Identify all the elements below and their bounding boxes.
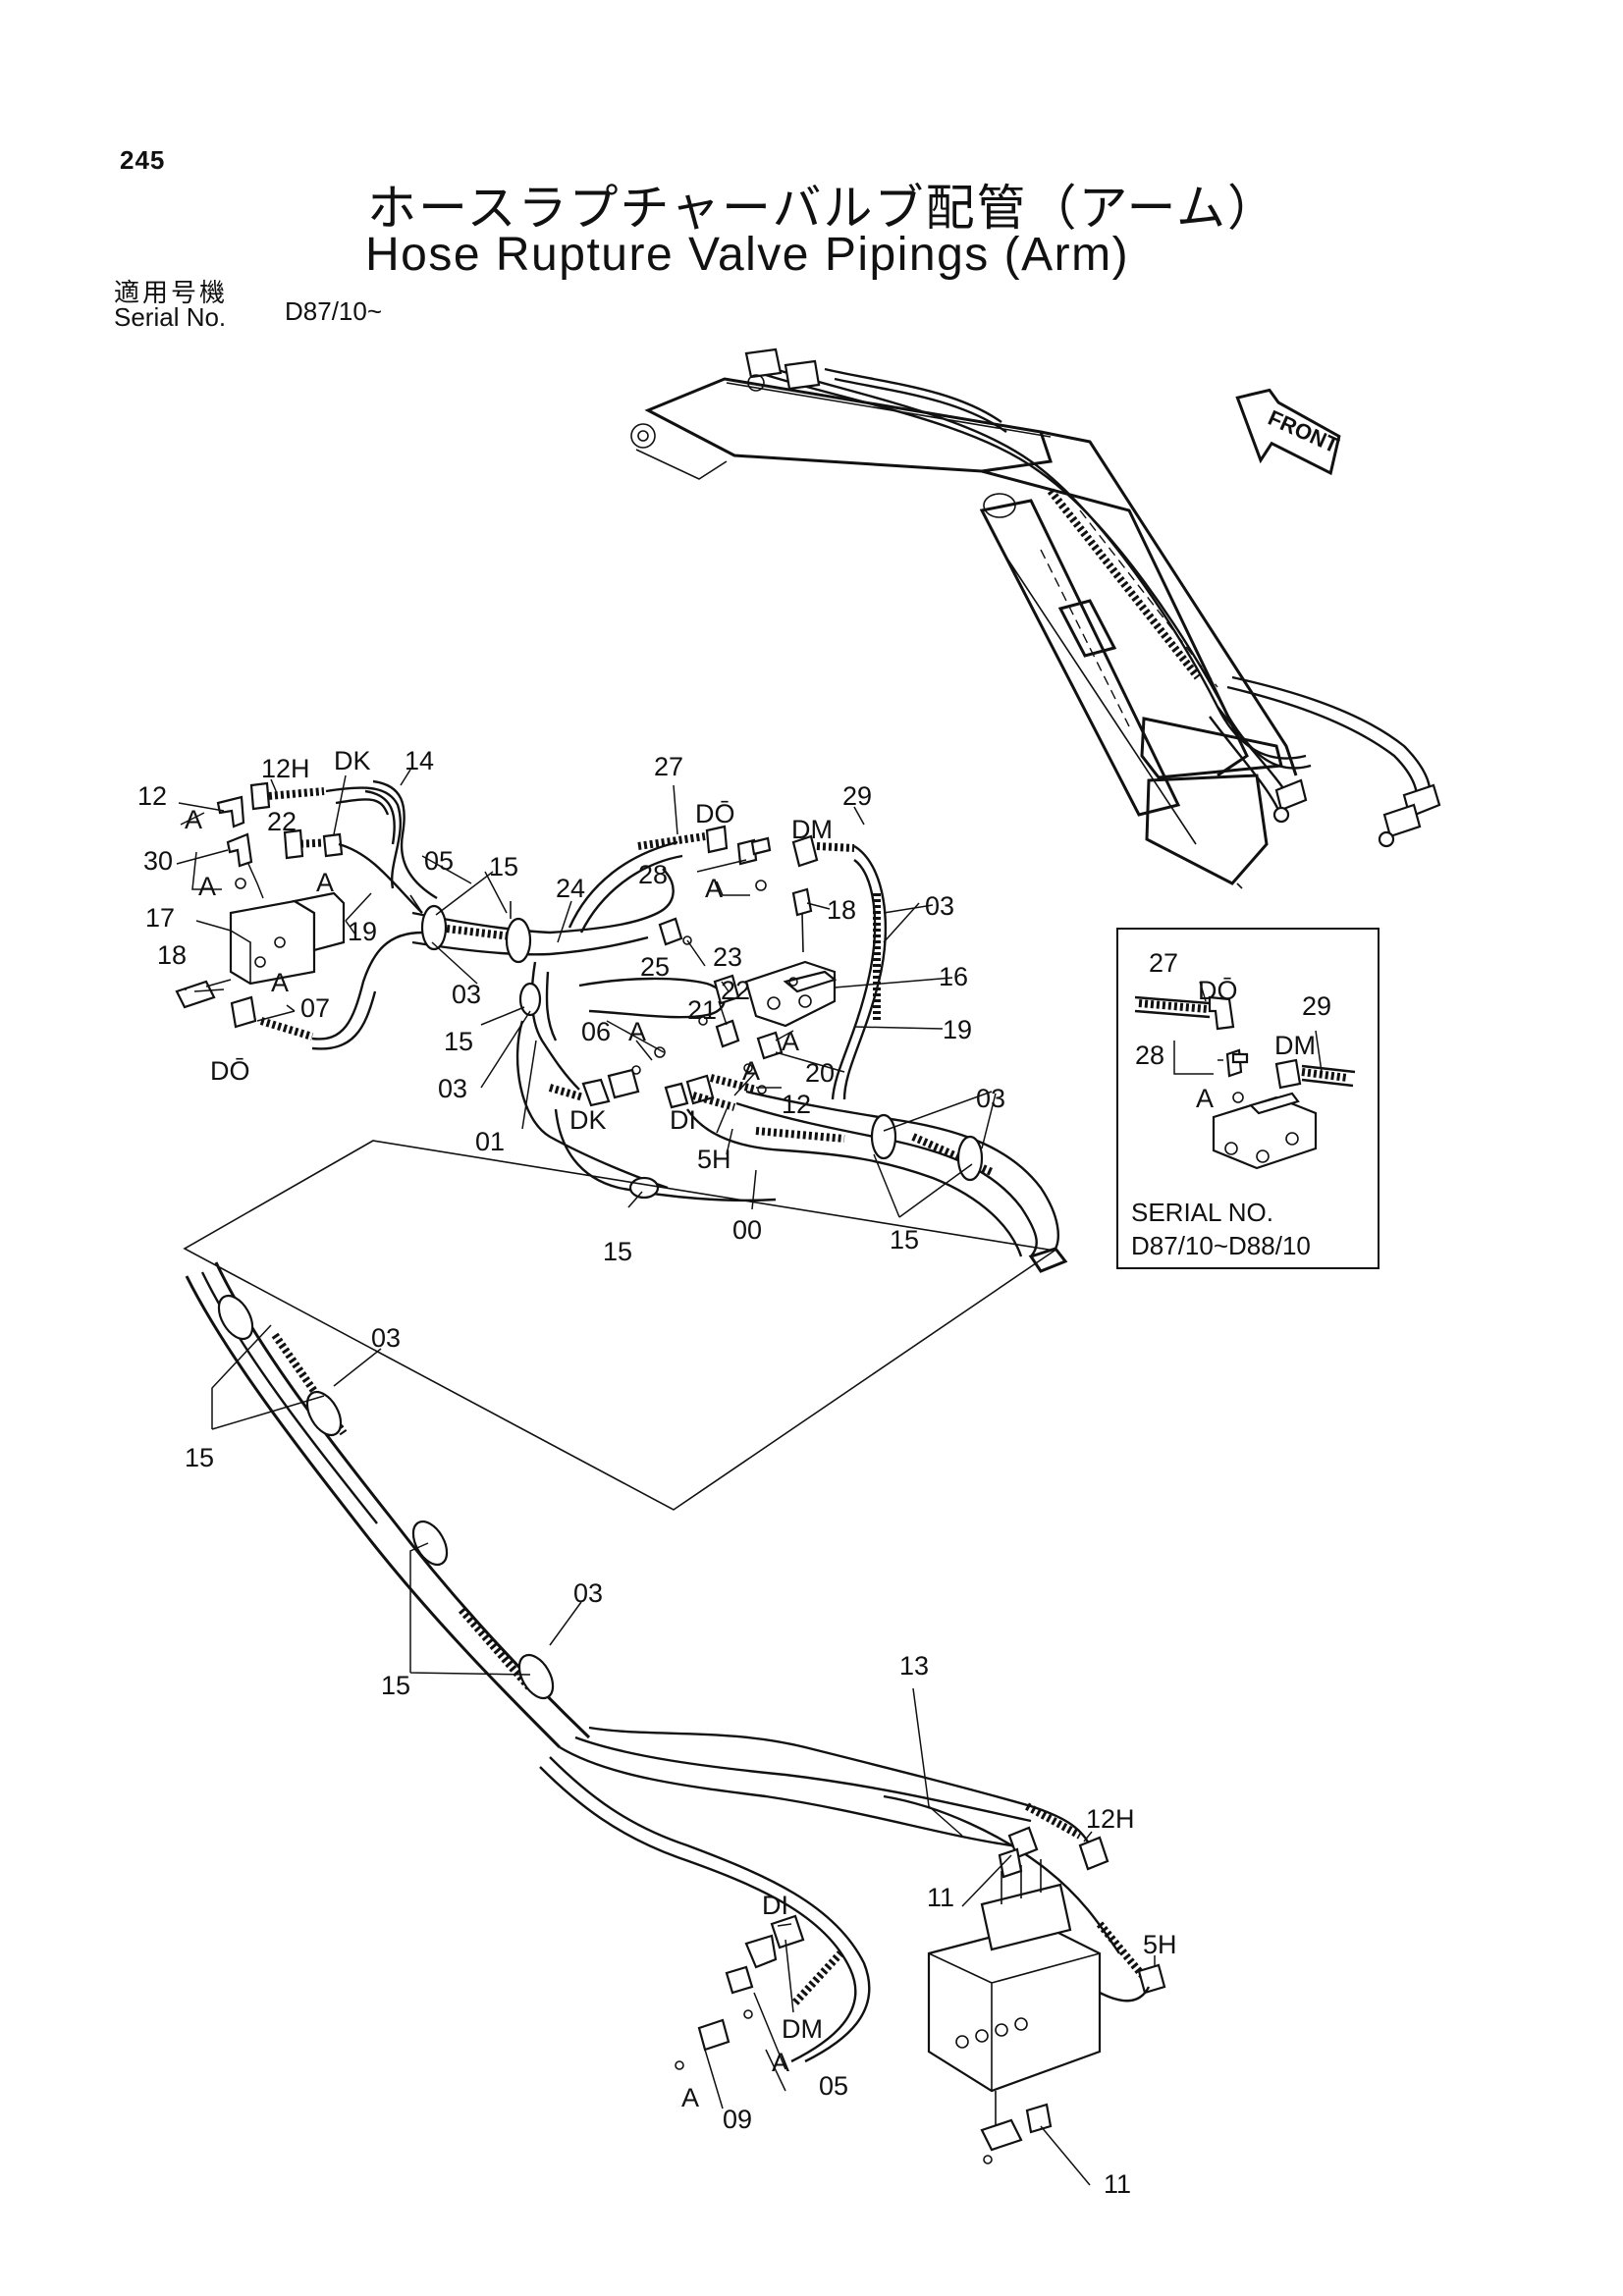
callout-a-bottom2: A	[681, 2083, 699, 2112]
callout-05-bottom: 05	[819, 2071, 848, 2101]
inset-serial-range: D87/10~D88/10	[1131, 1231, 1311, 1260]
callout-09: 09	[723, 2105, 752, 2134]
callout-18-right: 18	[827, 895, 856, 925]
callout-03-a: 03	[452, 980, 481, 1009]
callout-18-left: 18	[157, 940, 187, 970]
title-japanese: ホースラプチャーバルブ配管（アーム）	[367, 180, 1278, 237]
front-label: FRONT	[1265, 405, 1343, 458]
callout-03-b: 03	[438, 1074, 467, 1103]
callout-20: 20	[805, 1058, 835, 1088]
lower-hose-routing	[185, 1261, 1166, 2186]
callout-a20: A	[742, 1056, 760, 1086]
callout-do-left: DŌ	[210, 1056, 250, 1086]
inset-serial-title: SERIAL NO.	[1131, 1198, 1273, 1227]
callout-03-mid: 03	[976, 1084, 1005, 1113]
callout-a-left: A	[198, 872, 216, 901]
callout-25: 25	[640, 952, 670, 982]
callout-a-top-left: A	[185, 805, 202, 834]
callout-di-mid: DI	[670, 1105, 696, 1135]
callout-dm-bottom: DM	[782, 2014, 823, 2044]
callout-30: 30	[143, 846, 173, 876]
callout-22-mid: 22	[721, 976, 750, 1005]
main-exploded-group	[175, 769, 1068, 1273]
callout-a28: A	[705, 874, 723, 903]
inset-label-28: 28	[1135, 1041, 1164, 1070]
serial-value: D87/10~	[285, 296, 383, 326]
callout-15-mid2: 15	[890, 1225, 919, 1255]
front-direction-arrow: FRONT	[1235, 388, 1343, 476]
callout-a-valve: A	[316, 868, 334, 897]
callout-labels: 12H DK 14 12 A 22 30 A 05 15 A 17 19 18 …	[137, 746, 1177, 2199]
callout-12-left: 12	[137, 781, 167, 811]
callout-11-bottom: 11	[1104, 2169, 1131, 2199]
callout-06: 06	[581, 1017, 611, 1046]
callout-dk-top: DK	[334, 746, 371, 775]
callout-19-right: 19	[943, 1015, 972, 1044]
callout-12-mid: 12	[782, 1090, 811, 1119]
callout-5h-mid: 5H	[697, 1145, 731, 1174]
callout-29: 29	[842, 781, 872, 811]
callout-a06: A	[628, 1017, 646, 1046]
callout-03-lower1: 03	[371, 1323, 401, 1353]
callout-15-lower2: 15	[381, 1671, 410, 1700]
detail-connection-outline	[183, 1140, 1057, 1511]
callout-dm-top: DM	[791, 815, 833, 844]
inset-label-29: 29	[1302, 991, 1331, 1021]
callout-13: 13	[899, 1651, 929, 1681]
callout-21: 21	[687, 995, 717, 1025]
callout-11-top: 11	[927, 1883, 954, 1912]
callout-dk-mid: DK	[569, 1105, 607, 1135]
title-english: Hose Rupture Valve Pipings (Arm)	[365, 229, 1130, 281]
inset-detail-box: 27 DŌ 29 DM 28 A SERIAL NO. D87/10~D88/1…	[1116, 928, 1380, 1269]
callout-07: 07	[300, 993, 330, 1023]
callout-14: 14	[405, 746, 434, 775]
callout-19-left: 19	[348, 917, 377, 946]
callout-15-b: 15	[444, 1027, 473, 1056]
callout-00: 00	[732, 1215, 762, 1245]
callout-di-bottom: DI	[762, 1891, 788, 1920]
callout-12h-bottom: 12H	[1086, 1804, 1135, 1834]
inset-label-dm: DM	[1274, 1031, 1316, 1060]
callout-17: 17	[145, 903, 175, 933]
serial-label-english: Serial No.	[114, 302, 227, 332]
inset-label-27: 27	[1149, 948, 1178, 978]
serial-label-japanese: 適用号機	[114, 279, 229, 308]
callout-03-right: 03	[925, 891, 954, 921]
callout-03-lower2: 03	[573, 1578, 603, 1608]
callout-do-top: DŌ	[695, 799, 735, 828]
inset-label-do: DŌ	[1198, 976, 1238, 1005]
callout-05-top: 05	[424, 846, 454, 876]
page-number: 245	[120, 145, 166, 175]
callout-23: 23	[713, 942, 742, 972]
callout-a7: A	[271, 968, 289, 997]
inset-label-a: A	[1196, 1084, 1214, 1113]
callout-24: 24	[556, 874, 585, 903]
callout-16: 16	[939, 962, 968, 991]
callout-28: 28	[638, 860, 668, 889]
callout-a-bottom1: A	[772, 2048, 789, 2077]
callout-a-valve2: A	[782, 1027, 799, 1056]
callout-27: 27	[654, 752, 683, 781]
arm-assembly	[630, 347, 1441, 889]
callout-22-left: 22	[267, 807, 297, 836]
callout-15-lower1: 15	[185, 1443, 214, 1472]
callout-15-mid: 15	[603, 1237, 632, 1266]
callout-15-top: 15	[489, 852, 518, 881]
callout-12h-top: 12H	[261, 754, 310, 783]
callout-01: 01	[475, 1127, 505, 1156]
callout-5h-bottom: 5H	[1143, 1930, 1177, 1959]
